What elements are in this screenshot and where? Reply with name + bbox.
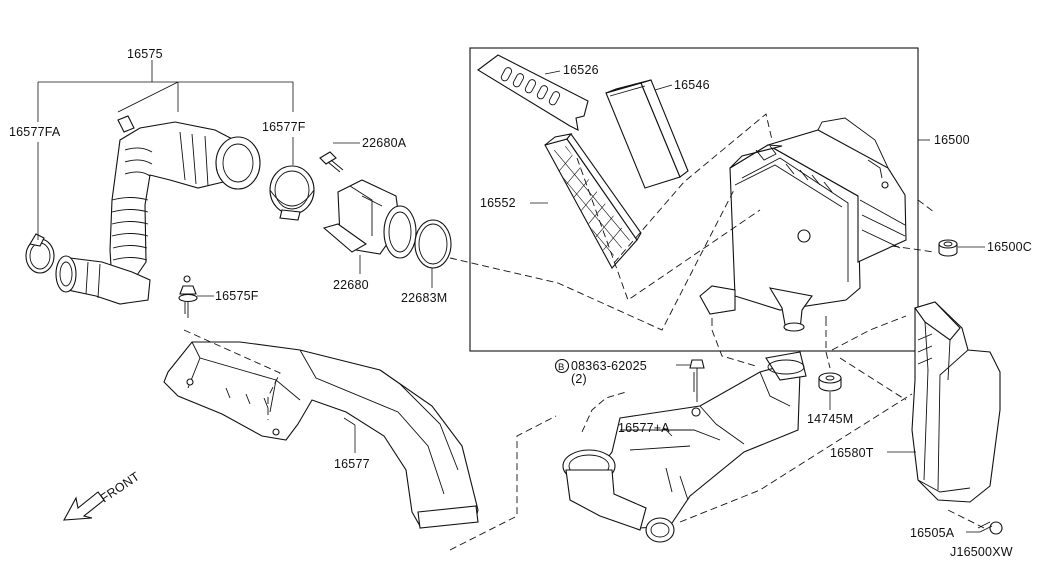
label-14745M: 14745M [807, 412, 853, 426]
label-16577F: 16577F [262, 120, 306, 134]
intake-duct-16575 [55, 115, 261, 305]
front-label: FRONT [98, 469, 142, 505]
label-22680A: 22680A [362, 136, 407, 150]
label-16500C: 16500C [987, 240, 1032, 254]
bracket-16575 [37, 60, 294, 122]
diagram-code: J16500XW [950, 545, 1013, 559]
filter-strip-16526 [477, 54, 589, 131]
filter-box-16546 [605, 79, 689, 189]
label-08363-62025: 08363-62025 [571, 359, 647, 373]
clip-16575F [178, 275, 198, 318]
label-22680: 22680 [333, 278, 369, 292]
label-16577: 16577 [334, 457, 370, 471]
air-cleaner-housing-16500 [699, 117, 907, 332]
label-16500: 16500 [934, 133, 970, 147]
label-16577FA: 16577FA [9, 125, 61, 139]
mesh-filter-16552 [544, 133, 642, 269]
label-16505A: 16505A [910, 526, 955, 540]
lower-duct-16577 [163, 341, 479, 529]
hose-clamp-16577FA [25, 233, 55, 274]
front-arrow-icon [63, 491, 105, 521]
duct-resonator-16577A [562, 351, 807, 543]
label-16580T: 16580T [830, 446, 874, 460]
grommet-14745M [818, 372, 842, 392]
dashed-connection-lines [183, 113, 985, 551]
label-16577A: 16577+A [618, 421, 670, 435]
label-16575: 16575 [127, 47, 163, 61]
o-ring-22683M [414, 219, 452, 269]
air-cleaner-assembly-frame [469, 47, 919, 352]
label-16526: 16526 [563, 63, 599, 77]
resonator-16580T [911, 301, 1001, 503]
bolt-16505A [977, 521, 1003, 535]
label-16552: 16552 [480, 196, 516, 210]
label-22683M: 22683M [401, 291, 447, 305]
label-16575F: 16575F [215, 289, 259, 303]
grommet-16500C [938, 239, 958, 257]
label-08363-qty: (2) [571, 372, 587, 386]
screw-22680A [319, 151, 344, 173]
label-16546: 16546 [674, 78, 710, 92]
bolt-08363-62025 [554, 358, 705, 396]
badge-B: B [558, 362, 565, 373]
airflow-meter-22680 [322, 179, 417, 259]
hose-clamp-16577F [269, 165, 315, 221]
